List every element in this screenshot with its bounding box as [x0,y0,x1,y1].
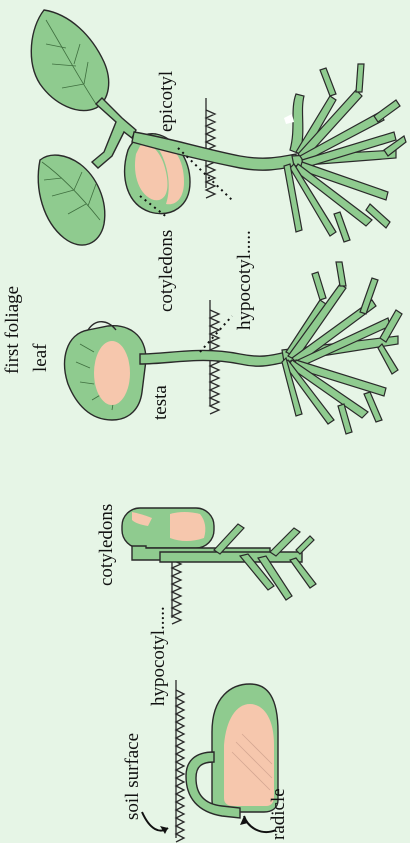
stage3-root-system [282,262,402,434]
label-hypocotyl-stage2: hypocotyl..... [148,606,169,706]
soil-surface-line-1 [176,680,184,842]
label-hypocotyl-stage3: hypocotyl..... [234,230,255,330]
label-cotyledons-stage3: cotyledons [156,230,177,312]
stage3-testa-cotyledon [94,341,130,405]
stage4-leaf-lower [38,155,105,245]
label-epicotyl: epicotyl [156,71,177,132]
stage3-hypocotyl-leader [200,316,232,352]
stage3-stem [140,350,286,366]
stage4-root-system [284,64,406,242]
stage4-seedling [31,10,406,245]
label-radicle: radicle [268,788,289,840]
stage4-leaf-upper [31,10,108,111]
label-testa: testa [150,385,171,420]
label-soil-surface: soil surface [122,733,143,820]
label-first-foliage-leaf-line1: first foliage [2,286,23,374]
stage2-main-root [160,552,302,562]
label-cotyledons-stage2: cotyledons [96,504,117,586]
label-first-foliage-leaf-line2: leaf [30,343,51,372]
